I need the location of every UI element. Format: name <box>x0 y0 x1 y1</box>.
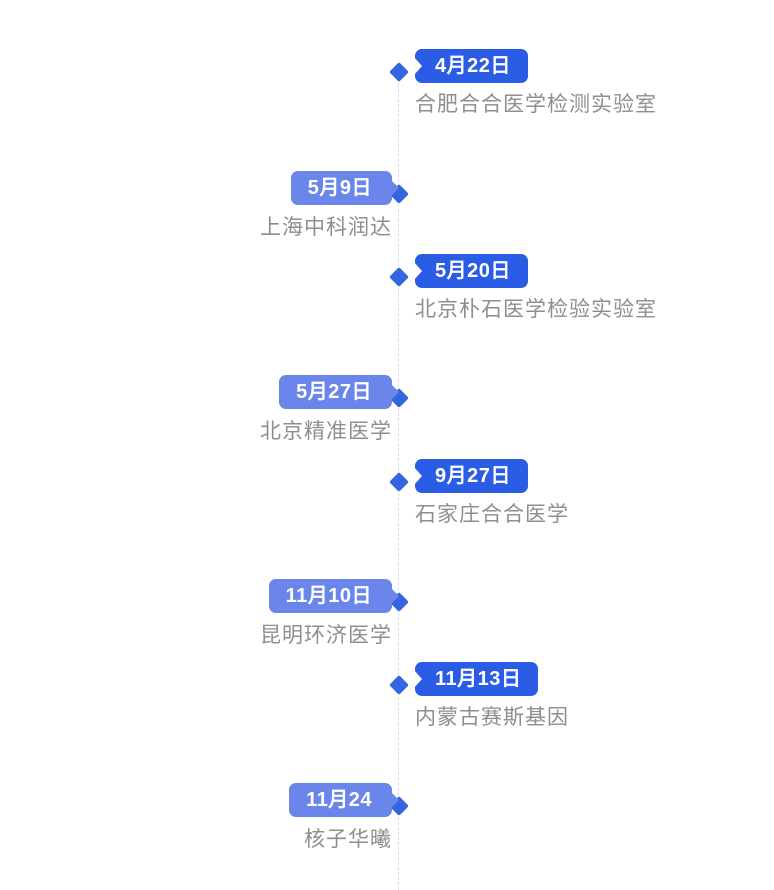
timeline-entry-label: 石家庄合合医学 <box>415 503 569 526</box>
timeline-date-badge[interactable]: 5月27日 <box>279 375 399 409</box>
timeline-entry-label: 北京朴石医学检验实验室 <box>415 298 657 321</box>
timeline-date-badge[interactable]: 5月9日 <box>290 171 400 205</box>
timeline-date-badge[interactable]: 4月22日 <box>414 49 528 83</box>
timeline-entry-label: 昆明环济医学 <box>260 624 392 647</box>
timeline-node-diamond-icon <box>389 472 409 492</box>
timeline-date-badge[interactable]: 9月27日 <box>414 459 528 493</box>
timeline-entry-label: 合肥合合医学检测实验室 <box>415 93 657 116</box>
timeline-entry-label: 内蒙古赛斯基因 <box>415 706 569 729</box>
timeline-date-badge[interactable]: 11月13日 <box>413 662 539 696</box>
timeline-entry-label: 核子华曦 <box>304 828 392 851</box>
timeline-node-diamond-icon <box>389 675 409 695</box>
timeline-node-diamond-icon <box>389 62 409 82</box>
timeline-entry-label: 上海中科润达 <box>260 216 392 239</box>
timeline-node-diamond-icon <box>389 267 409 287</box>
timeline-date-badge[interactable]: 11月10日 <box>268 579 400 613</box>
timeline-date-badge[interactable]: 5月20日 <box>414 254 528 288</box>
timeline-date-badge[interactable]: 11月24 <box>289 783 399 817</box>
timeline-entry-label: 北京精准医学 <box>260 420 392 443</box>
